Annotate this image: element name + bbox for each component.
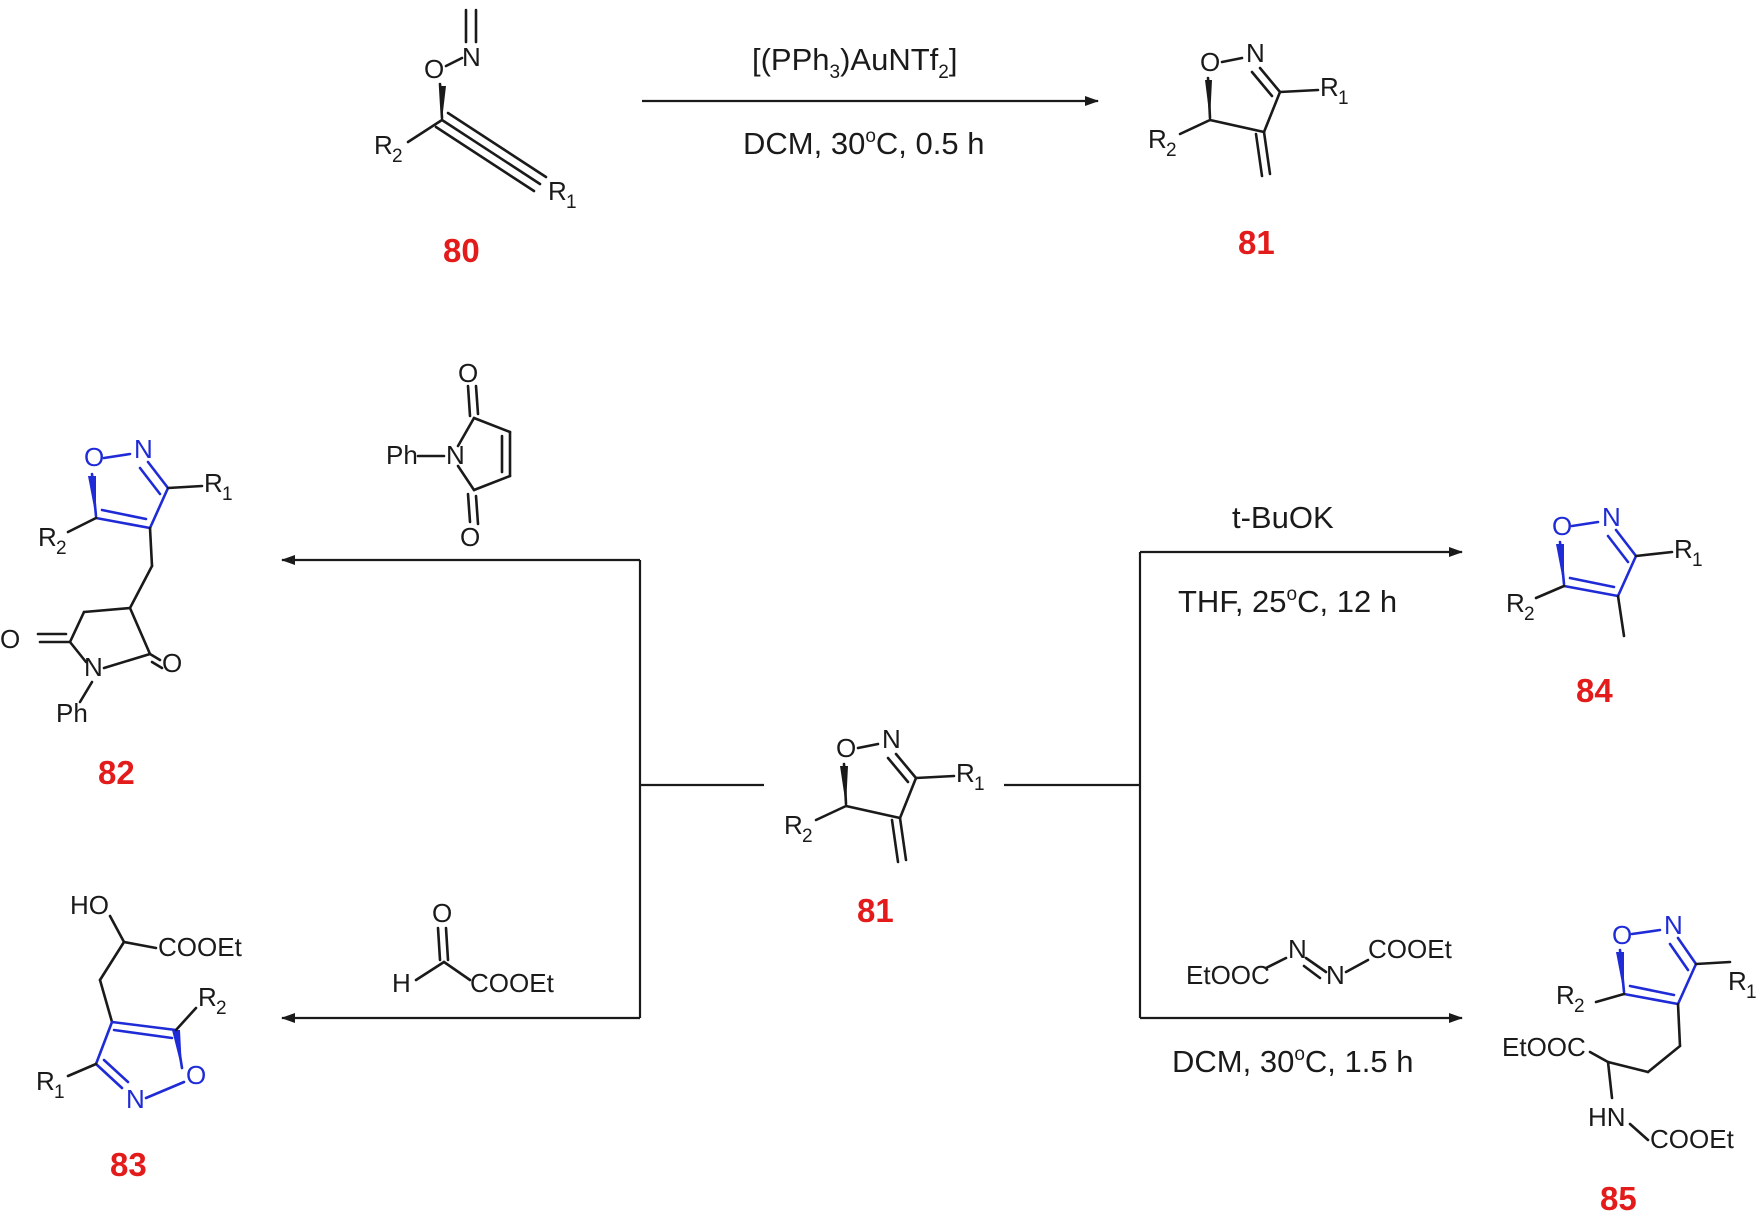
subscript: 2 <box>1524 604 1535 625</box>
compound-80: N O R 2 R 1 80 <box>374 8 577 269</box>
compound-number: 80 <box>443 232 480 269</box>
atom-r: R <box>374 130 393 160</box>
atom-o: O <box>84 442 104 472</box>
atom-etooc: EtOOC <box>1502 1032 1586 1062</box>
reaction-2: t-BuOK THF, 25oC, 12 h <box>1178 500 1397 619</box>
subscript: 1 <box>566 192 577 213</box>
atom-r: R <box>204 468 223 498</box>
atom-n: N <box>1664 910 1683 940</box>
compound-81-top: O N R 1 R 2 81 <box>1148 38 1349 261</box>
atom-r: R <box>1674 534 1693 564</box>
atom-r: R <box>38 522 57 552</box>
left-branch <box>281 555 764 1023</box>
atom-o: O <box>162 648 182 678</box>
atom-hn: HN <box>1588 1102 1626 1132</box>
catalyst-label: [(PPh3)AuNTf2] <box>752 42 958 83</box>
atom-o: O <box>424 54 444 84</box>
atom-n: N <box>882 724 901 754</box>
subscript: 1 <box>222 484 233 505</box>
atom-o: O <box>1552 511 1572 541</box>
compound-83: HO COOEt O N R 2 R 1 83 <box>36 890 243 1183</box>
reagent-ester: COOEt <box>470 968 555 998</box>
reaction-3: EtOOC N N COOEt DCM, 30oC, 1.5 h <box>1172 934 1453 1079</box>
subscript: 1 <box>1692 550 1703 571</box>
atom-o: O <box>432 898 452 928</box>
subscript: 2 <box>802 826 813 847</box>
compound-number: 82 <box>98 754 135 791</box>
compound-number: 85 <box>1600 1180 1637 1217</box>
atom-r: R <box>1506 588 1525 618</box>
subscript: 2 <box>216 998 227 1019</box>
atom-r: R <box>1148 124 1167 154</box>
subscript: 2 <box>1166 140 1177 161</box>
subscript: 1 <box>1746 982 1756 1003</box>
atom-r: R <box>956 758 975 788</box>
atom-o: O <box>186 1060 206 1090</box>
reagent-left: EtOOC <box>1186 960 1270 990</box>
atom-r: R <box>1728 966 1747 996</box>
atom-o: O <box>460 522 480 552</box>
atom-n: N <box>1326 960 1345 990</box>
atom-n: N <box>1246 38 1265 68</box>
reagent-glyoxylate: O H COOEt <box>392 898 555 998</box>
atom-r: R <box>548 176 567 206</box>
conditions-label: DCM, 30oC, 0.5 h <box>743 126 984 161</box>
reaction-1: [(PPh3)AuNTf2] DCM, 30oC, 0.5 h <box>642 42 1099 161</box>
subscript: 2 <box>392 146 403 167</box>
compound-number: 81 <box>1238 224 1275 261</box>
atom-cooet: COOEt <box>1650 1124 1735 1154</box>
atom-ho: HO <box>70 890 109 920</box>
atom-r: R <box>1320 72 1339 102</box>
atom-o: O <box>1612 920 1632 950</box>
atom-ph: Ph <box>56 698 88 728</box>
reagent-maleimide: O N Ph O <box>386 358 512 552</box>
atom-n: N <box>126 1084 145 1114</box>
compound-85: O N R 1 R 2 EtOOC HN COOEt 85 <box>1502 910 1756 1217</box>
atom-o: O <box>458 358 478 388</box>
atom-h: H <box>392 968 411 998</box>
atom-n: N <box>1602 502 1621 532</box>
compound-81-center: O N R 1 R 2 81 <box>784 724 985 929</box>
subscript: 1 <box>54 1082 65 1103</box>
atom-cooet: COOEt <box>158 932 243 962</box>
compound-number: 84 <box>1576 672 1613 709</box>
compound-number: 83 <box>110 1146 147 1183</box>
atom-n: N <box>446 440 465 470</box>
conditions-label: DCM, 30oC, 1.5 h <box>1172 1044 1413 1079</box>
atom-r: R <box>198 982 217 1012</box>
atom-ph: Ph <box>386 440 418 470</box>
atom-n: N <box>84 652 103 682</box>
reagent-right: COOEt <box>1368 934 1453 964</box>
atom-r: R <box>36 1066 55 1096</box>
subscript: 1 <box>974 774 985 795</box>
compound-84: O N R 1 R 2 84 <box>1506 502 1703 709</box>
compound-number: 81 <box>857 892 894 929</box>
atom-n: N <box>134 434 153 464</box>
conditions-label: THF, 25oC, 12 h <box>1178 584 1397 619</box>
atom-n: N <box>1288 934 1307 964</box>
atom-o: O <box>836 733 856 763</box>
atom-o: O <box>1200 47 1220 77</box>
subscript: 1 <box>1338 88 1349 109</box>
atom-n: N <box>462 42 481 72</box>
atom-r: R <box>1556 980 1575 1010</box>
subscript: 2 <box>56 538 67 559</box>
right-branch <box>1004 547 1463 1023</box>
reagent-label: t-BuOK <box>1232 500 1334 535</box>
subscript: 2 <box>1574 996 1585 1017</box>
atom-r: R <box>784 810 803 840</box>
compound-82: O N R 1 R 2 O O N Ph 82 <box>0 434 233 791</box>
atom-o: O <box>0 624 20 654</box>
